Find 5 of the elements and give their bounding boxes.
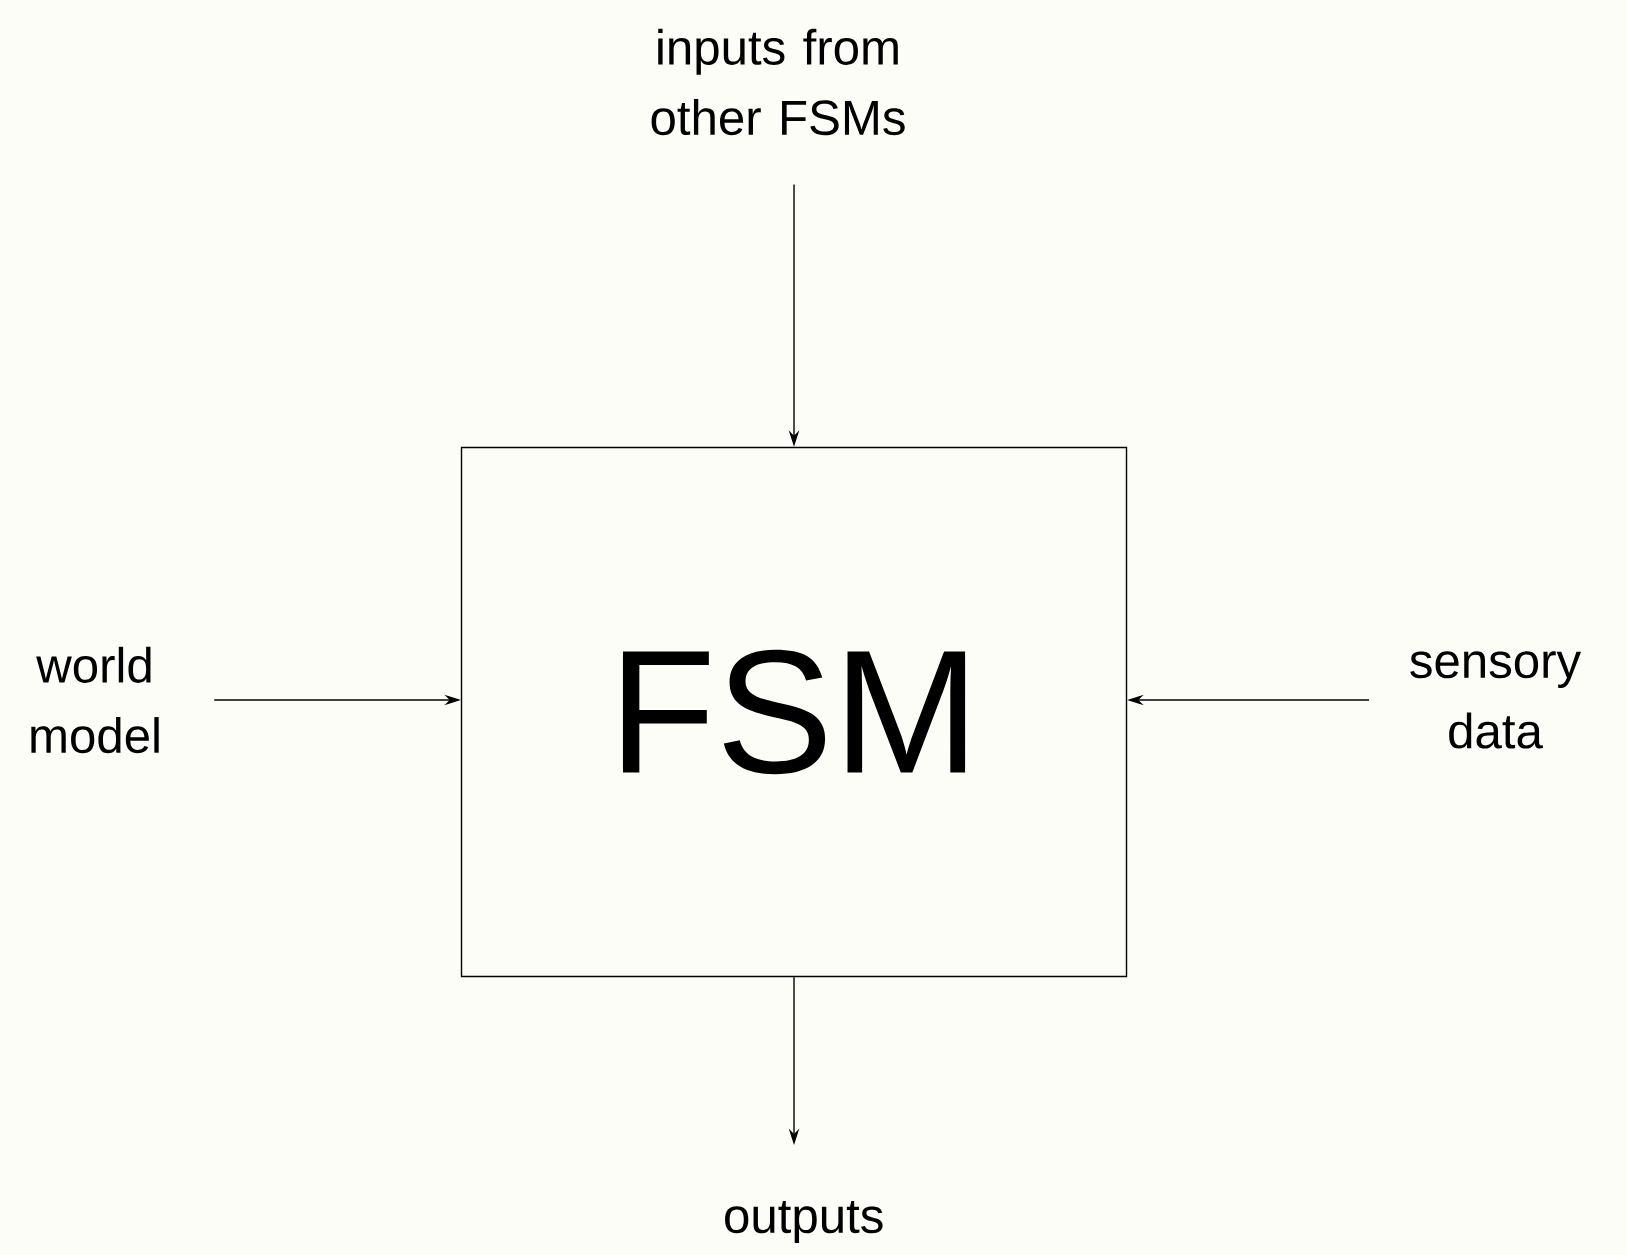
input-label: inputs from other FSMs xyxy=(651,28,905,136)
input-label: sensory data xyxy=(1410,651,1582,749)
output-label: outputs xyxy=(725,1201,883,1243)
process-box: FSM xyxy=(460,446,1128,978)
input-label: world model xyxy=(31,646,159,754)
